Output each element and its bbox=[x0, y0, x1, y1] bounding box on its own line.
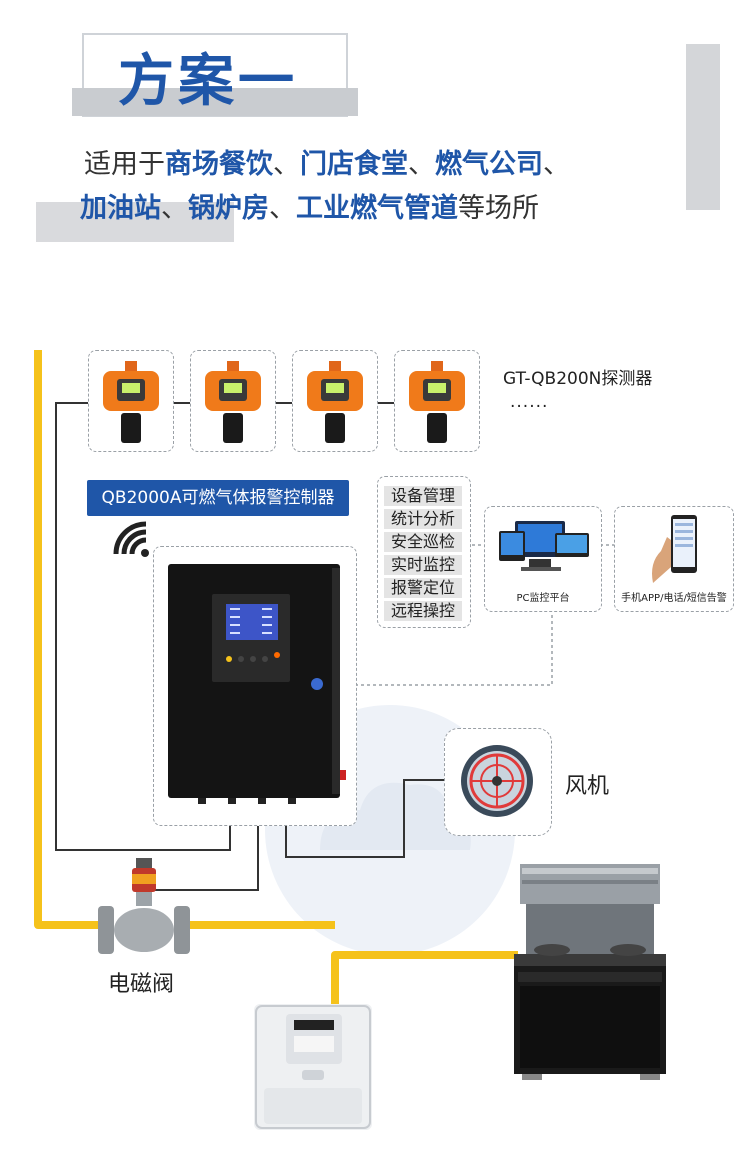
pc-panel: PC监控平台 bbox=[484, 506, 602, 612]
controller-label: QB2000A可燃气体报警控制器 bbox=[87, 480, 349, 516]
phone-label: 手机APP/电话/短信告警 bbox=[621, 593, 727, 604]
fan-panel bbox=[444, 728, 552, 836]
gas-meter-icon bbox=[254, 1004, 372, 1130]
detector-more: ...... bbox=[510, 392, 549, 412]
detector-1 bbox=[88, 350, 174, 452]
controller-cabinet-icon bbox=[168, 564, 346, 804]
valve-label: 电磁阀 bbox=[108, 972, 175, 997]
feature-remote-control: 远程操控 bbox=[384, 601, 462, 621]
scenario-line-2: 加油站、锅炉房、工业燃气管道等场所 bbox=[80, 193, 539, 224]
title-underline-bar bbox=[72, 88, 358, 116]
detector-3 bbox=[292, 350, 378, 452]
left-decoration bbox=[36, 202, 234, 242]
right-decoration bbox=[686, 44, 720, 210]
feature-device-management: 设备管理 bbox=[384, 486, 462, 506]
feature-inspection: 安全巡检 bbox=[384, 532, 462, 552]
feature-alarm-location: 报警定位 bbox=[384, 578, 462, 598]
detector-2 bbox=[190, 350, 276, 452]
gas-stove-icon bbox=[514, 864, 666, 1080]
solenoid-valve-icon bbox=[98, 858, 190, 954]
detector-label: GT-QB200N探测器 bbox=[503, 369, 653, 389]
pc-monitor-icon bbox=[499, 521, 589, 571]
fan-label: 风机 bbox=[565, 774, 610, 799]
detector-4 bbox=[394, 350, 480, 452]
gas-detector-icon bbox=[205, 361, 261, 443]
phone-panel: 手机APP/电话/短信告警 bbox=[614, 506, 734, 612]
fan-icon bbox=[461, 745, 533, 817]
scenario-line-1: 适用于商场餐饮、门店食堂、燃气公司、 bbox=[84, 149, 570, 180]
gas-detector-icon bbox=[409, 361, 465, 443]
gas-detector-icon bbox=[307, 361, 363, 443]
feature-monitoring: 实时监控 bbox=[384, 555, 462, 575]
mobile-phone-icon bbox=[652, 515, 697, 583]
gas-detector-icon bbox=[103, 361, 159, 443]
feature-statistics: 统计分析 bbox=[384, 509, 462, 529]
page-title: 方案一 bbox=[118, 49, 298, 114]
pc-label: PC监控平台 bbox=[516, 593, 570, 604]
wifi-icon bbox=[113, 521, 149, 557]
